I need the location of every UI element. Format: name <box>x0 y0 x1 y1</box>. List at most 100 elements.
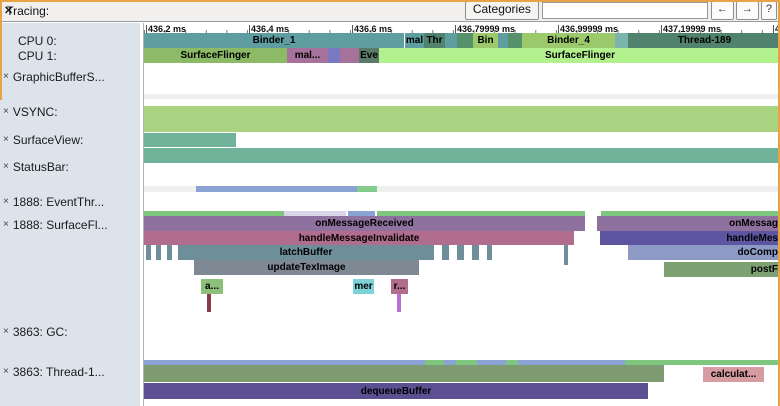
ruler-major-tick <box>249 25 250 33</box>
trace-slice[interactable] <box>196 186 357 192</box>
trace-slice-onmessag[interactable]: onMessag <box>597 216 780 231</box>
search-input[interactable] <box>541 2 708 19</box>
trace-slice[interactable] <box>284 211 346 216</box>
trace-slice[interactable] <box>328 48 340 63</box>
trace-slice[interactable] <box>564 245 568 265</box>
close-track-icon[interactable]: × <box>3 106 9 117</box>
trace-slice[interactable] <box>144 148 780 163</box>
trace-slice[interactable] <box>506 360 518 365</box>
trace-slice-dequeuebuffer[interactable]: dequeueBuffer <box>144 383 648 399</box>
trace-slice-updateteximage[interactable]: updateTexImage <box>194 260 419 275</box>
trace-slice-a[interactable]: a... <box>201 279 223 294</box>
trace-slice[interactable] <box>457 33 473 48</box>
trace-slice-thr[interactable]: Thr <box>424 33 445 48</box>
trace-slice-eve[interactable]: Eve <box>359 48 379 63</box>
track-label-3863-thread-1: ×3863: Thread-1... <box>0 364 140 379</box>
trace-slice[interactable] <box>444 360 456 365</box>
trace-slice[interactable] <box>377 211 585 216</box>
track-label-text: 3863: Thread-1... <box>12 364 105 379</box>
trace-slice[interactable] <box>442 245 449 260</box>
track-label-1888-eventthread: ×1888: EventThr... <box>0 194 140 209</box>
ruler-label: 436.99999 ms <box>560 24 619 34</box>
trace-slice-mal[interactable]: mal <box>405 33 424 48</box>
trace-slice[interactable] <box>146 245 151 260</box>
trace-slice[interactable] <box>144 133 236 147</box>
categories-button[interactable]: Categories <box>464 1 539 20</box>
trace-slice-surfaceflinger[interactable]: SurfaceFlinger <box>144 48 287 63</box>
track-label-cpu-0: CPU 0: <box>0 33 140 48</box>
trace-slice[interactable] <box>340 48 359 63</box>
trace-slice[interactable] <box>445 33 457 48</box>
trace-slice-handlemessageinvalidate[interactable]: handleMessageInvalidate <box>144 231 574 245</box>
trace-view: CPU 0:CPU 1:×GraphicBufferS...×VSYNC:×Su… <box>0 23 780 406</box>
trace-slice[interactable] <box>601 211 780 216</box>
trace-slice[interactable] <box>625 360 780 365</box>
track-label-cpu-1: CPU 1: <box>0 48 140 63</box>
ruler-label: 4 <box>775 24 780 34</box>
close-tracing-icon[interactable]: ✕ <box>4 5 14 17</box>
trace-slice[interactable] <box>472 245 479 260</box>
trace-slice[interactable] <box>144 94 780 99</box>
close-track-icon[interactable]: × <box>3 71 9 82</box>
close-track-icon[interactable]: × <box>3 326 9 337</box>
trace-slice[interactable] <box>357 186 377 192</box>
trace-slice[interactable] <box>144 211 284 216</box>
trace-slice-docomp[interactable]: doComp <box>628 245 780 260</box>
close-track-icon[interactable]: × <box>3 366 9 377</box>
trace-slice[interactable] <box>144 360 425 365</box>
ruler-major-tick <box>661 25 662 33</box>
trace-slice[interactable] <box>457 245 464 260</box>
trace-slice-binder-4[interactable]: Binder_4 <box>522 33 615 48</box>
frame-border-left <box>0 0 2 100</box>
track-label-vsync: ×VSYNC: <box>0 104 140 119</box>
toolbar: ✕ Tracing: Categories ← → ? <box>0 0 780 22</box>
trace-slice-thread-189[interactable]: Thread-189 <box>628 33 780 48</box>
trace-slice-handlemes[interactable]: handleMes <box>600 231 780 245</box>
pan-left-button[interactable]: ← <box>710 1 734 20</box>
trace-slice[interactable] <box>167 245 172 260</box>
trace-slice[interactable] <box>615 33 628 48</box>
trace-slice[interactable] <box>144 186 780 192</box>
close-track-icon[interactable]: × <box>3 219 9 230</box>
track-label-3863-gc: ×3863: GC: <box>0 324 140 339</box>
close-track-icon[interactable]: × <box>3 196 9 207</box>
trace-slice[interactable] <box>487 245 492 260</box>
trace-slice[interactable] <box>518 360 625 365</box>
trace-slice[interactable] <box>425 360 444 365</box>
close-track-icon[interactable]: × <box>3 134 9 145</box>
trace-slice[interactable] <box>144 106 780 132</box>
track-label-graphicbuffers: ×GraphicBufferS... <box>0 69 140 84</box>
track-label-statusbar: ×StatusBar: <box>0 159 140 174</box>
trace-slice[interactable] <box>207 294 211 312</box>
ruler-label: 436.4 ms <box>251 24 290 34</box>
ruler-major-tick <box>773 25 774 33</box>
trace-slice-latchbuffer[interactable]: latchBuffer <box>178 245 434 260</box>
trace-slice-onmessagereceived[interactable]: onMessageReceived <box>144 216 585 231</box>
trace-slice[interactable] <box>397 294 401 312</box>
trace-slice[interactable] <box>498 33 508 48</box>
trace-slice-r[interactable]: r... <box>391 279 408 294</box>
trace-slice-surfaceflinger[interactable]: SurfaceFlinger <box>379 48 780 63</box>
trace-slice-bin[interactable]: Bin <box>473 33 498 48</box>
track-label-text: 1888: EventThr... <box>12 194 105 209</box>
trace-slice-calculat[interactable]: calculat... <box>703 367 764 382</box>
trace-slice[interactable] <box>348 211 375 216</box>
trace-slice[interactable] <box>144 365 664 382</box>
trace-slice-postf[interactable]: postF <box>664 262 780 277</box>
trace-slice[interactable] <box>156 245 161 260</box>
help-button[interactable]: ? <box>760 1 777 20</box>
trace-slice-mer[interactable]: mer <box>353 279 374 294</box>
pan-right-button[interactable]: → <box>735 1 759 20</box>
trace-slice[interactable] <box>456 360 477 365</box>
trace-slice[interactable] <box>477 360 506 365</box>
trace-slice-mal[interactable]: mal... <box>287 48 328 63</box>
ruler-label: 436.2 ms <box>148 24 187 34</box>
track-label-text: 3863: GC: <box>12 324 68 339</box>
track-label-text: GraphicBufferS... <box>12 69 105 84</box>
close-track-icon[interactable]: × <box>3 161 9 172</box>
trace-slice[interactable] <box>508 33 522 48</box>
trace-slice-binder-1[interactable]: Binder_1 <box>144 33 404 48</box>
ruler-label: 436.79999 ms <box>457 24 516 34</box>
track-label-text: 1888: SurfaceFl... <box>12 217 108 232</box>
